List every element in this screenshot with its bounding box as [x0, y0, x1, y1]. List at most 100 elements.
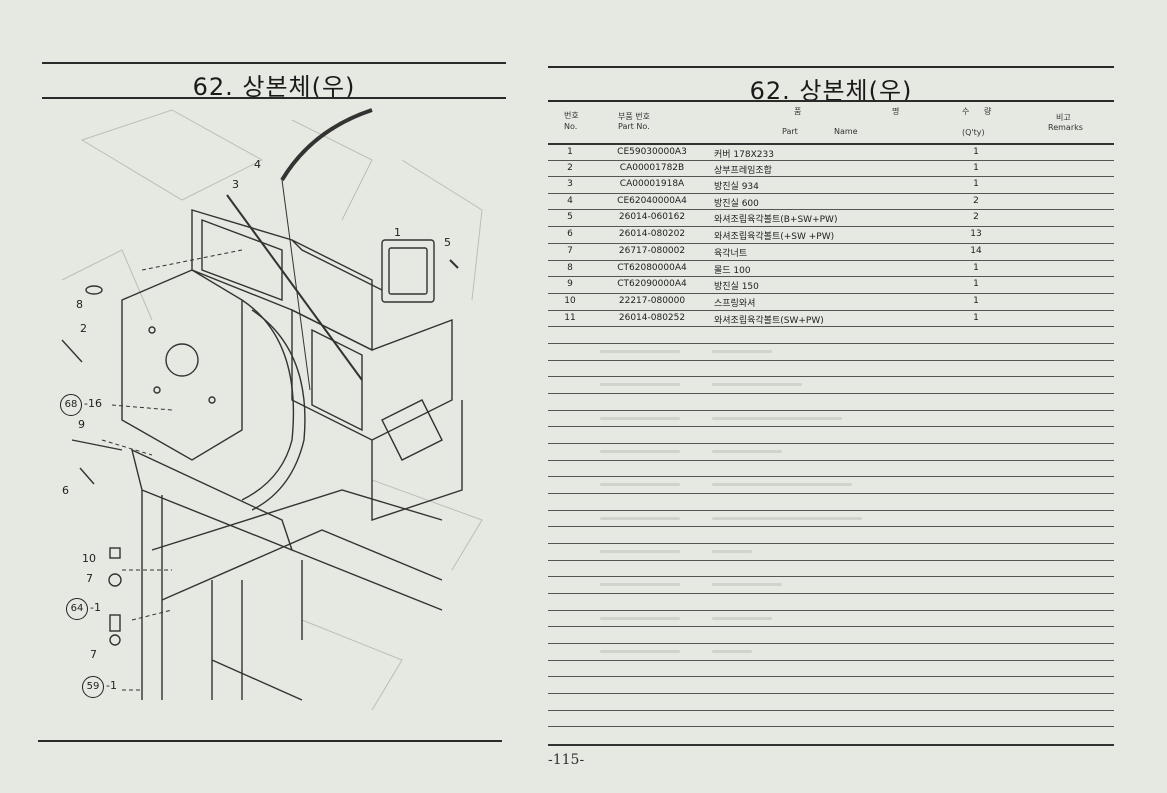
show-through — [600, 583, 680, 586]
title-bottom-rule — [42, 97, 506, 99]
row-rule — [548, 243, 1114, 244]
show-through — [600, 450, 680, 453]
header-rule — [548, 143, 1114, 145]
row-rule — [548, 276, 1114, 277]
show-through — [600, 650, 680, 653]
show-through — [600, 517, 680, 520]
row-rule — [548, 560, 1114, 561]
callout-2: 2 — [80, 322, 87, 335]
header-remarks-en: Remarks — [1048, 123, 1083, 132]
row-rule — [548, 626, 1114, 627]
table-header: 번호 No. 부품 번호 Part No. 품 명 Part Name 수 량 … — [548, 106, 1114, 146]
row-rule — [548, 176, 1114, 177]
row-rule — [548, 426, 1114, 427]
show-through — [712, 450, 782, 453]
callout-3: 3 — [232, 178, 239, 191]
exploded-parts-diagram: 4 3 1 5 8 2 68-16 9 6 10 7 64-1 7 59-1 — [42, 100, 512, 720]
row-rule — [548, 493, 1114, 494]
show-through — [600, 617, 680, 620]
right-page: 62. 상본체(우) 번호 No. 부품 번호 Part No. 품 명 Par… — [540, 0, 1167, 793]
left-page: 62. 상본체(우) — [0, 0, 540, 793]
callout-6: 6 — [62, 484, 69, 497]
row-rule — [548, 443, 1114, 444]
callout-64-1: 64-1 — [66, 598, 101, 620]
title-top-rule — [548, 66, 1114, 68]
header-qty-ko-1: 수 — [962, 107, 970, 116]
row-rule — [548, 610, 1114, 611]
show-through — [712, 650, 752, 653]
row-rule — [548, 476, 1114, 477]
circled-ref: 64 — [66, 598, 88, 620]
header-qty-ko-2: 량 — [984, 107, 992, 116]
row-rule — [548, 576, 1114, 577]
row-rule — [548, 643, 1114, 644]
header-remarks-ko: 비고 — [1056, 113, 1071, 122]
row-rule — [548, 676, 1114, 677]
row-rule — [548, 226, 1114, 227]
title-bottom-rule — [548, 100, 1114, 102]
header-part-no-ko: 부품 번호 — [618, 112, 650, 121]
show-through — [712, 383, 802, 386]
row-rule — [548, 193, 1114, 194]
row-rule — [548, 410, 1114, 411]
show-through — [712, 417, 842, 420]
row-rule — [548, 160, 1114, 161]
title-top-rule — [42, 62, 506, 64]
row-rule — [548, 376, 1114, 377]
row-rule — [548, 460, 1114, 461]
show-through — [712, 550, 752, 553]
row-rule — [548, 310, 1114, 311]
show-through — [712, 350, 772, 353]
header-name-ko-2: 명 — [892, 107, 900, 116]
show-through — [600, 550, 680, 553]
row-rule — [548, 343, 1114, 344]
show-through — [600, 383, 680, 386]
callout-9: 9 — [78, 418, 85, 431]
row-rule — [548, 260, 1114, 261]
show-through — [712, 617, 772, 620]
header-name-ko-1: 품 — [794, 107, 802, 116]
row-rule — [548, 360, 1114, 361]
callout-1: 1 — [394, 226, 401, 239]
row-rule — [548, 209, 1114, 210]
callout-59-1: 59-1 — [82, 676, 117, 698]
row-rule — [548, 326, 1114, 327]
row-rule — [548, 510, 1114, 511]
frame-drawing — [61, 108, 483, 711]
row-rule — [548, 660, 1114, 661]
header-name-en-2: Name — [834, 127, 858, 136]
show-through — [600, 417, 680, 420]
page-title: 62. 상본체(우) — [192, 73, 356, 101]
bottom-rule — [38, 740, 502, 742]
circled-ref: 68 — [60, 394, 82, 416]
show-through — [712, 517, 862, 520]
row-rule — [548, 293, 1114, 294]
header-no-ko: 번호 — [564, 111, 579, 120]
row-rule — [548, 726, 1114, 727]
callout-8: 8 — [76, 298, 83, 311]
callout-7-lower: 7 — [90, 648, 97, 661]
row-rule — [548, 693, 1114, 694]
callout-10: 10 — [82, 552, 96, 565]
callout-4: 4 — [254, 158, 261, 171]
header-name-en-1: Part — [782, 127, 798, 136]
row-rule — [548, 710, 1114, 711]
circled-ref: 59 — [82, 676, 104, 698]
callout-7-upper: 7 — [86, 572, 93, 585]
show-through — [600, 483, 680, 486]
header-qty-en: (Q'ty) — [962, 128, 985, 137]
header-part-no-en: Part No. — [618, 122, 650, 131]
show-through — [600, 350, 680, 353]
header-no-en: No. — [564, 122, 578, 131]
show-through — [712, 583, 782, 586]
show-through — [712, 483, 852, 486]
